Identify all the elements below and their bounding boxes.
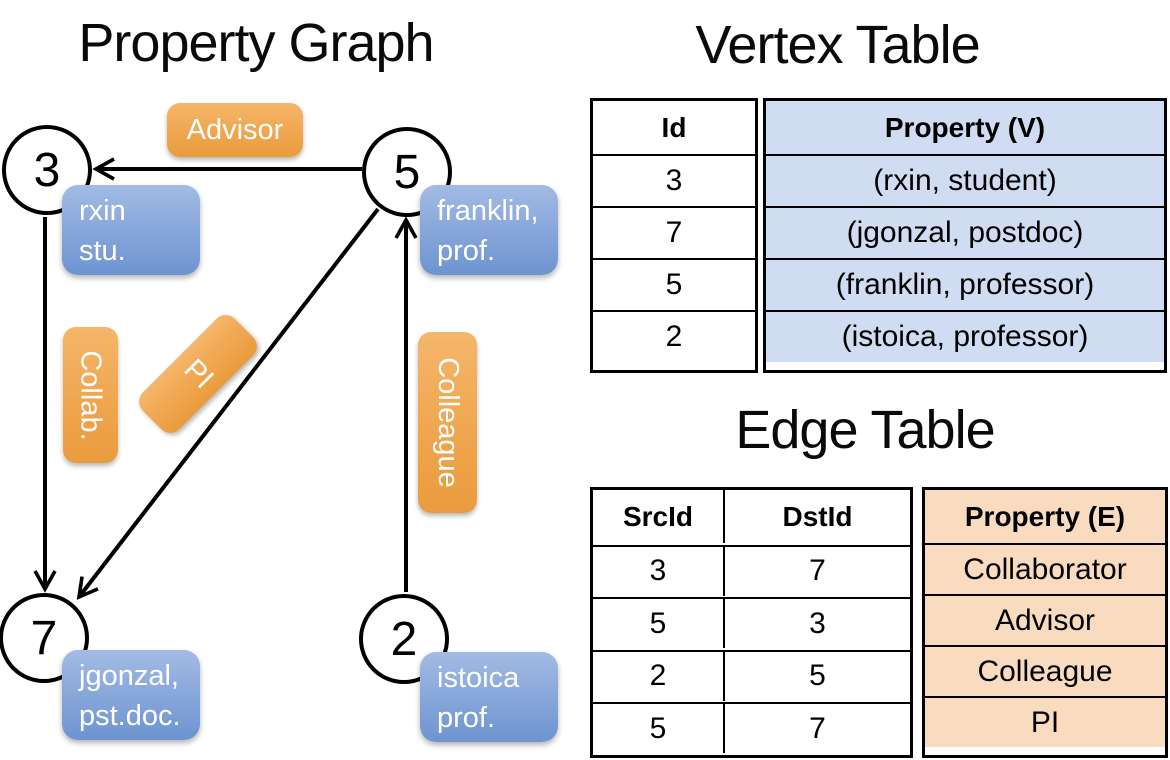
edge-label-pi: PI bbox=[133, 309, 263, 439]
edge-property-cell: PI bbox=[925, 696, 1165, 747]
vertex-table-id-column: Id 3 7 5 2 bbox=[590, 98, 758, 373]
vertex-box-line1: jgonzal, bbox=[79, 660, 179, 692]
node-id: 2 bbox=[390, 612, 418, 666]
vertex-id-cell: 5 bbox=[593, 258, 755, 310]
vertex-box-franklin: franklin, prof. bbox=[420, 185, 558, 275]
edge-property-cell: Advisor bbox=[925, 594, 1165, 645]
edge-label-colleague: Colleague bbox=[418, 332, 477, 513]
graph-node-5: 5 bbox=[362, 127, 452, 217]
vertex-box-line2: prof. bbox=[437, 702, 496, 734]
edge-table-title: Edge Table bbox=[735, 400, 995, 460]
edge-srcid-cell: 5 bbox=[593, 597, 725, 649]
edge-label-text: Collab. bbox=[75, 349, 107, 441]
property-graph-title: Property Graph bbox=[78, 13, 434, 73]
edge-label-advisor: Advisor bbox=[167, 103, 303, 157]
edge-table-property-column: Property (E) Collaborator Advisor Collea… bbox=[922, 487, 1168, 758]
edge-dstid-cell: 7 bbox=[725, 702, 910, 753]
edge-property-header: Property (E) bbox=[925, 490, 1165, 543]
vertex-box-line2: stu. bbox=[79, 235, 126, 267]
vertex-property-cell: (rxin, student) bbox=[766, 154, 1164, 206]
vertex-id-header: Id bbox=[661, 111, 687, 143]
edge-table-src-dst-columns: SrcId DstId 3 7 5 3 2 5 5 7 bbox=[590, 487, 913, 758]
vertex-box-line2: prof. bbox=[437, 235, 496, 267]
node-id: 3 bbox=[33, 143, 61, 197]
vertex-property-header: Property (V) bbox=[766, 101, 1164, 154]
edge-srcid-cell: 3 bbox=[593, 544, 725, 596]
vertex-id-cell: 3 bbox=[593, 154, 755, 206]
edge-srcid-cell: 5 bbox=[593, 702, 725, 754]
vertex-box-line1: franklin, bbox=[437, 195, 539, 227]
vertex-id-cell: 7 bbox=[593, 206, 755, 258]
vertex-box-rxin: rxin stu. bbox=[62, 185, 200, 275]
edge-dstid-header: DstId bbox=[782, 500, 853, 532]
vertex-box-istoica: istoica prof. bbox=[420, 652, 558, 742]
vertex-property-cell: (jgonzal, postdoc) bbox=[766, 206, 1164, 258]
edge-dstid-cell: 5 bbox=[725, 649, 910, 701]
graph-node-3: 3 bbox=[2, 125, 92, 215]
vertex-box-line1: rxin bbox=[79, 195, 126, 227]
vertex-table-title: Vertex Table bbox=[695, 15, 980, 75]
edge-dstid-cell: 7 bbox=[725, 544, 910, 596]
edge-property-cell: Colleague bbox=[925, 645, 1165, 696]
edge-dstid-cell: 3 bbox=[725, 597, 910, 648]
vertex-box-jgonzal: jgonzal, pst.doc. bbox=[62, 650, 200, 740]
vertex-id-cell: 2 bbox=[593, 310, 755, 362]
edge-label-text: Advisor bbox=[186, 113, 284, 146]
vertex-box-line2: pst.doc. bbox=[79, 700, 181, 732]
edge-srcid-cell: 2 bbox=[593, 649, 725, 701]
edge-property-cell: Collaborator bbox=[925, 543, 1165, 594]
vertex-property-cell: (istoica, professor) bbox=[766, 310, 1164, 362]
edge-label-text: Colleague bbox=[432, 357, 465, 488]
vertex-box-line1: istoica bbox=[437, 662, 520, 694]
edge-srcid-header: SrcId bbox=[593, 490, 725, 543]
edge-label-collab: Collab. bbox=[63, 327, 118, 463]
node-id: 7 bbox=[30, 611, 58, 665]
vertex-property-cell: (franklin, professor) bbox=[766, 258, 1164, 310]
edge-label-text: PI bbox=[177, 352, 220, 395]
vertex-table-property-column: Property (V) (rxin, student) (jgonzal, p… bbox=[763, 98, 1167, 373]
node-id: 5 bbox=[393, 145, 421, 199]
